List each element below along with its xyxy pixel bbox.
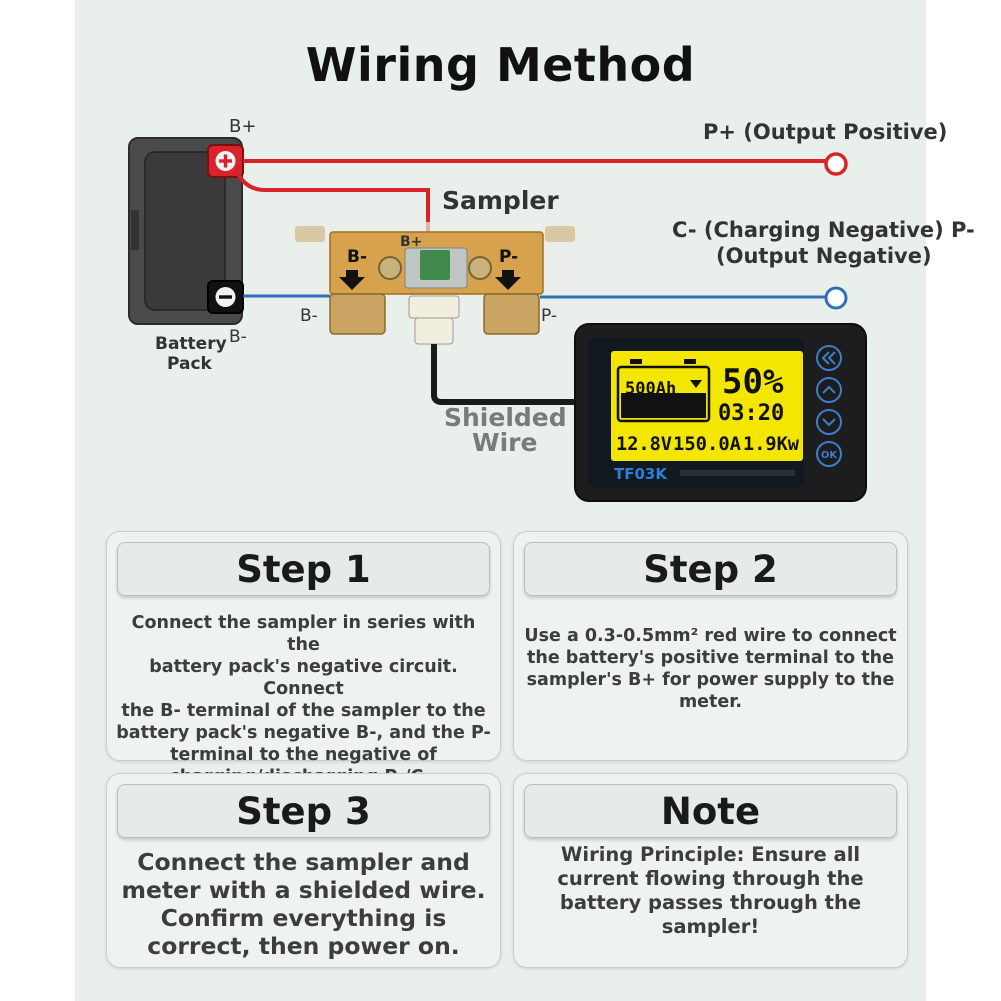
step2-line: the battery's positive terminal to the [527,648,894,668]
meter-capacity: 500Ah [625,379,676,399]
meter-buttons: OK [816,345,842,467]
step3-line: correct, then power on. [147,932,460,960]
ok-button[interactable]: OK [816,441,842,467]
shielded-wire-label-line2: Wire [472,428,538,457]
ok-label: OK [821,450,839,461]
step1-line: terminal to the negative of [170,745,437,765]
chevron-up-icon [822,385,836,394]
step2-line: sampler's B+ for power supply to the [526,670,895,690]
p-minus-label: P- [541,306,558,326]
sampler-label: Sampler [442,186,559,215]
sampler-b-minus-label: B- [347,247,367,267]
sampler-b-plus-label: B+ [400,234,422,250]
chevron-down-icon [822,418,836,427]
meter-voltage: 12.8V [616,433,672,455]
step3-card: Step 3 Connect the sampler and meter wit… [106,773,501,968]
meter-model: TF03K [614,465,668,483]
step1-card: Step 1 Connect the sampler in series wit… [106,531,501,787]
meter-display: 500Ah 50% 03:20 12.8V 150.0A 1.9Kw TF03K [574,323,867,502]
back-button[interactable] [816,345,842,371]
step1-line: the B- terminal of the sampler to the [121,701,486,721]
up-button[interactable] [816,377,842,403]
note-title: Note [524,784,897,838]
note-line: sampler! [661,915,760,938]
shielded-wire-label-line1: Shielded [444,403,567,432]
step1-line: battery pack's negative circuit. Connect [149,657,458,699]
step2-line: Use a 0.3-0.5mm² red wire to connect [524,626,897,646]
note-line: Wiring Principle: Ensure all [560,843,861,866]
battery-level-icon [616,365,711,423]
battery-b-minus-label: B- [229,327,247,347]
b-minus-label: B- [300,306,318,326]
step2-line: meter. [678,692,743,712]
step2-title: Step 2 [524,542,897,596]
p-plus-output-label: P+ (Output Positive) [703,120,948,144]
c-minus-label-line2: (Output Negative) [716,244,932,268]
sampler-p-minus-label: P- [499,247,518,267]
meter-percent: 50% [722,362,784,402]
meter-time: 03:20 [718,401,784,426]
step1-line: Connect the sampler in series with the [131,613,476,655]
p-plus-terminal [824,152,848,176]
b-plus-label: B+ [229,116,257,137]
c-minus-label-line1: C- (Charging Negative) P- [672,218,975,242]
step3-line: Connect the sampler and [137,848,470,876]
meter-power: 1.9Kw [743,433,800,455]
meter-current: 150.0A [673,433,742,455]
negative-wire [243,294,826,299]
step1-title: Step 1 [117,542,490,596]
note-text: Wiring Principle: Ensure all current flo… [520,843,901,939]
step2-text: Use a 0.3-0.5mm² red wire to connect the… [520,625,901,713]
down-button[interactable] [816,409,842,435]
meter-lcd [611,351,803,461]
step3-text: Connect the sampler and meter with a shi… [113,848,494,960]
sampler-shunt [295,222,575,345]
step1-line: battery pack's negative B-, and the P- [116,723,491,743]
note-line: current flowing through the [557,867,864,890]
battery-negative-terminal [207,280,244,314]
wiring-diagram: 500Ah 50% 03:20 12.8V 150.0A 1.9Kw TF03K… [128,137,867,502]
battery-positive-terminal [207,144,244,178]
shielded-wire [431,344,580,405]
battery-pack-label-line2: Pack [167,354,212,374]
c-minus-terminal [824,286,848,310]
positive-wire [234,159,826,250]
battery-pack [128,137,243,325]
battery-pack-label-line1: Battery [155,334,227,354]
note-line: battery passes through the [559,891,862,914]
step1-text: Connect the sampler in series with the b… [113,612,494,788]
step2-card: Step 2 Use a 0.3-0.5mm² red wire to conn… [513,531,908,761]
note-card: Note Wiring Principle: Ensure all curren… [513,773,908,968]
step3-title: Step 3 [117,784,490,838]
double-chevron-left-icon [821,351,836,365]
step3-line: Confirm everything is [160,904,447,932]
page-title: Wiring Method [305,38,696,92]
step3-line: meter with a shielded wire. [121,876,486,904]
